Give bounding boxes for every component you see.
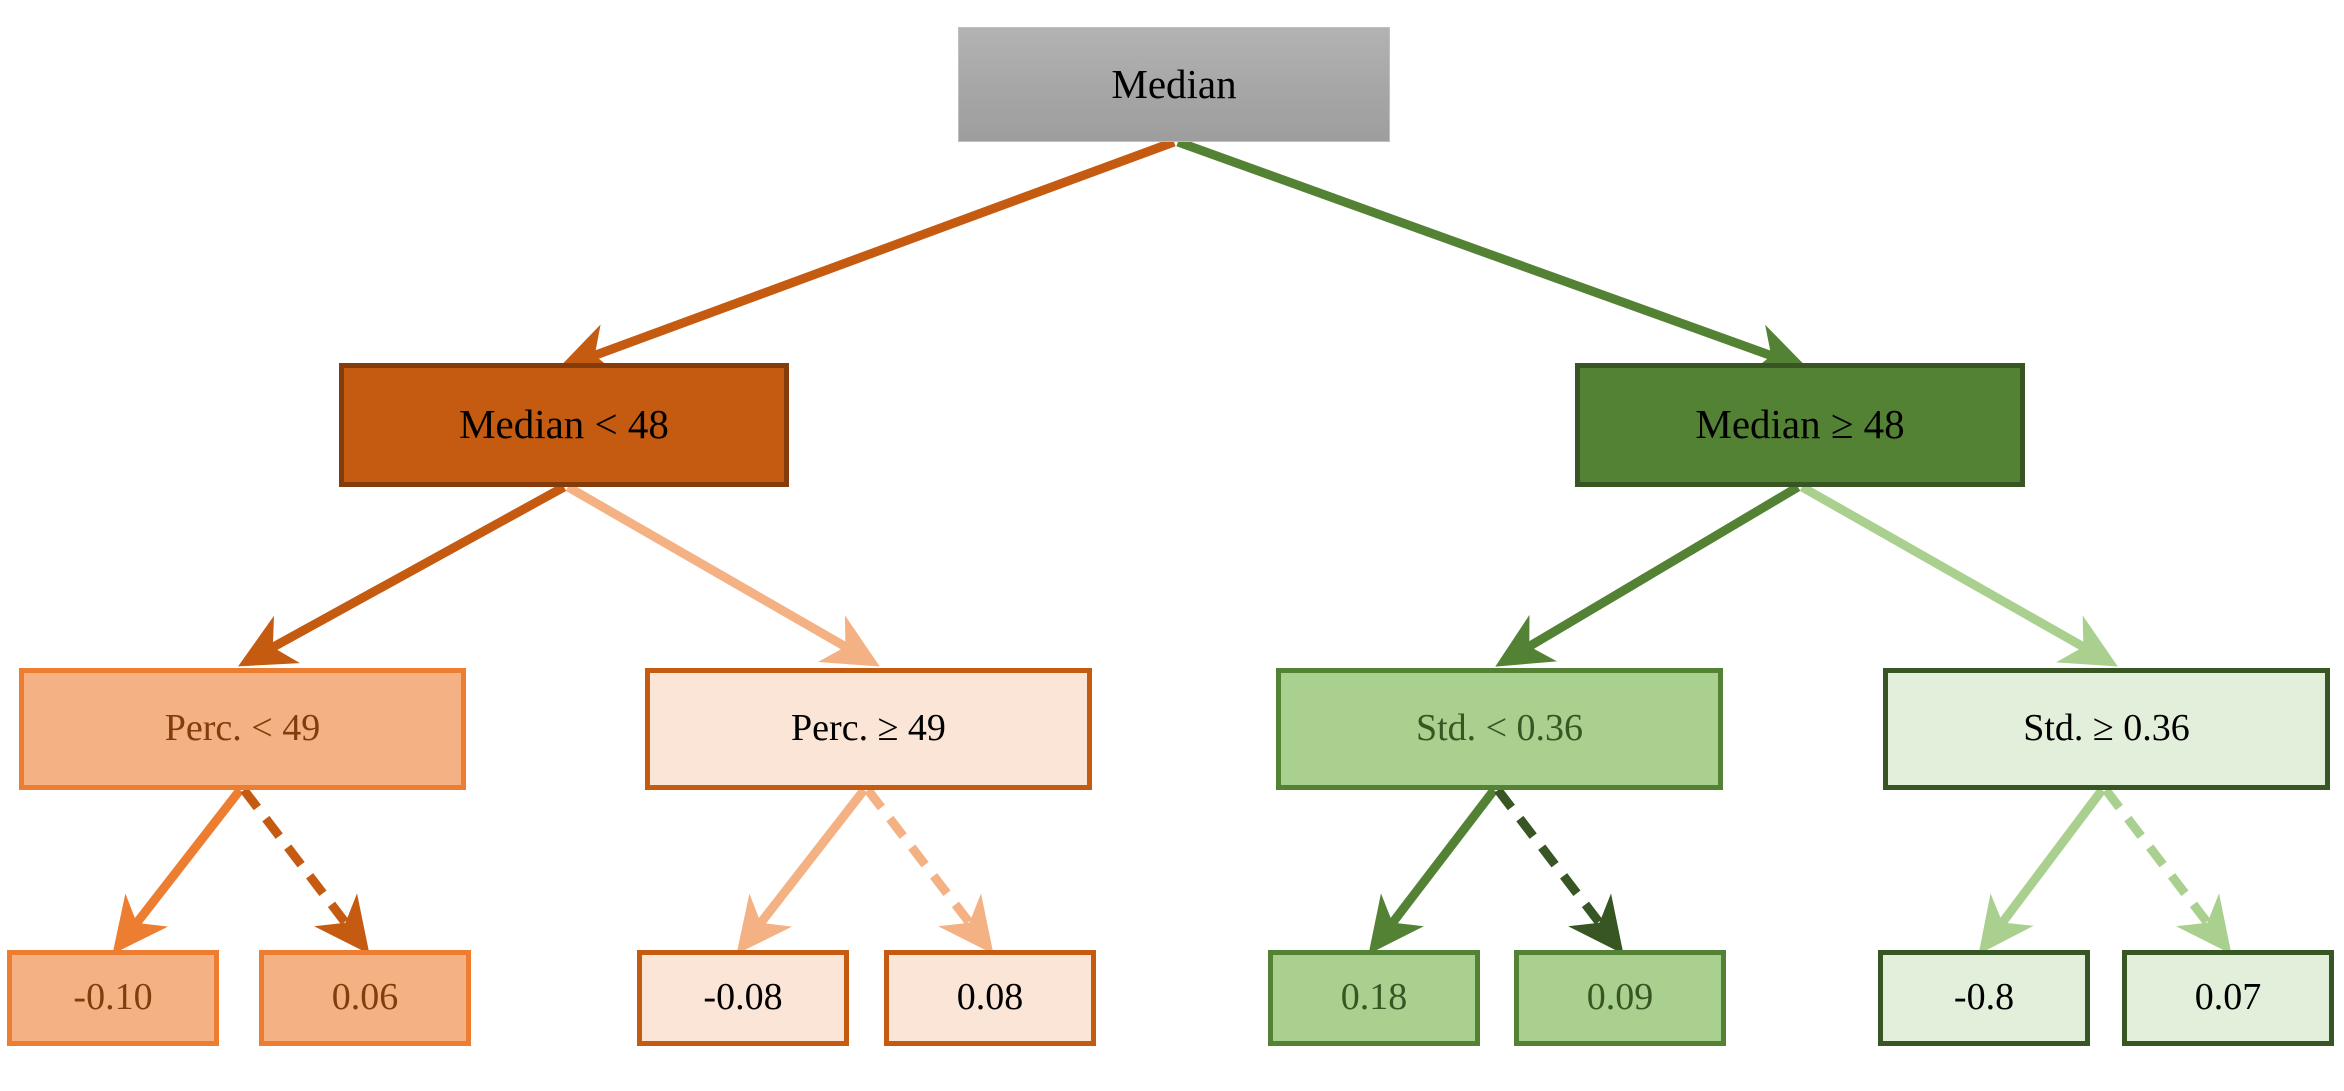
node-median-lt-48[interactable]: Median < 48: [339, 363, 789, 487]
node-leaf-8-label: 0.07: [2194, 976, 2262, 1019]
node-std-lt-036[interactable]: Std. < 0.36: [1276, 668, 1723, 790]
node-leaf-5[interactable]: 0.18: [1268, 950, 1480, 1046]
node-std-lt-036-label: Std. < 0.36: [1415, 707, 1584, 750]
node-leaf-1-label: -0.10: [73, 976, 153, 1019]
node-root-label: Median: [1111, 60, 1237, 107]
node-leaf-3-label: -0.08: [703, 976, 783, 1019]
node-leaf-2-label: 0.06: [331, 976, 399, 1019]
node-leaf-6[interactable]: 0.09: [1514, 950, 1726, 1046]
edge-l2right-to-std-ge: [1799, 483, 2118, 667]
node-leaf-4-label: 0.08: [956, 976, 1024, 1019]
edge-std-lt-to-leaf5: [1368, 787, 1498, 955]
edge-perc-ge-to-leaf4: [864, 787, 994, 955]
node-perc-ge-49[interactable]: Perc. ≥ 49: [645, 668, 1092, 790]
node-leaf-7-label: -0.8: [1953, 976, 2015, 1019]
node-perc-ge-49-label: Perc. ≥ 49: [791, 707, 946, 750]
edge-std-ge-to-leaf7: [1978, 787, 2106, 955]
edge-l2right-to-std-lt: [1495, 483, 1801, 667]
node-leaf-8[interactable]: 0.07: [2122, 950, 2334, 1046]
node-leaf-6-label: 0.09: [1586, 976, 1654, 1019]
node-root[interactable]: Median: [958, 27, 1390, 142]
edge-std-ge-to-leaf8: [2102, 787, 2232, 955]
edge-l2left-to-perc-lt: [238, 483, 567, 667]
edge-perc-ge-to-leaf3: [736, 787, 868, 955]
node-median-ge-48[interactable]: Median ≥ 48: [1575, 363, 2025, 487]
edge-root-to-right: [1176, 137, 1809, 376]
node-std-ge-036[interactable]: Std. ≥ 0.36: [1883, 668, 2330, 790]
edge-perc-lt-to-leaf1: [112, 787, 244, 955]
node-leaf-1[interactable]: -0.10: [7, 950, 219, 1046]
node-leaf-7[interactable]: -0.8: [1878, 950, 2090, 1046]
node-leaf-2[interactable]: 0.06: [259, 950, 471, 1046]
edge-root-to-left: [557, 137, 1176, 376]
node-leaf-5-label: 0.18: [1340, 976, 1408, 1019]
node-perc-lt-49-label: Perc. < 49: [164, 707, 321, 750]
node-std-ge-036-label: Std. ≥ 0.36: [2023, 707, 2190, 750]
node-median-ge-48-label: Median ≥ 48: [1695, 401, 1905, 448]
node-median-lt-48-label: Median < 48: [459, 401, 669, 448]
edge-l2left-to-perc-ge: [565, 483, 880, 667]
edge-perc-lt-to-leaf2: [240, 787, 370, 955]
edge-std-lt-to-leaf6: [1494, 787, 1624, 955]
node-perc-lt-49[interactable]: Perc. < 49: [19, 668, 466, 790]
node-leaf-3[interactable]: -0.08: [637, 950, 849, 1046]
node-leaf-4[interactable]: 0.08: [884, 950, 1096, 1046]
